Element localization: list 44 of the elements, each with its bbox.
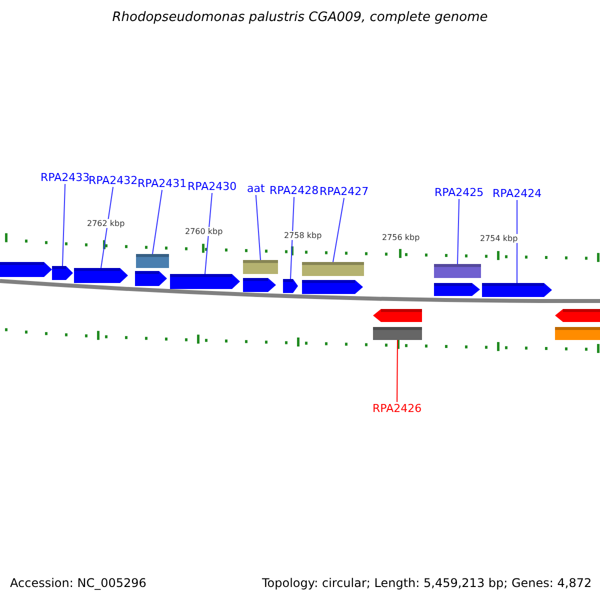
feature-bar xyxy=(136,254,169,268)
scale-label: 2758 kbp xyxy=(284,231,322,240)
gene-label: RPA2428 xyxy=(270,184,319,197)
leader-line xyxy=(204,192,213,274)
leader-line xyxy=(457,198,460,264)
feature-bar xyxy=(434,264,481,278)
feature-bar xyxy=(373,327,422,340)
leader-line xyxy=(290,196,295,280)
leader-line xyxy=(255,194,261,260)
scale-label: 2756 kbp xyxy=(382,233,420,242)
gene-label: RPA2426 xyxy=(372,402,422,415)
leader-line xyxy=(516,200,518,284)
scale-label: 2762 kbp xyxy=(87,219,125,228)
gene-label: RPA2432 xyxy=(88,174,138,187)
gene-feature xyxy=(302,280,363,294)
leader-line xyxy=(100,186,114,268)
scale-label: 2754 kbp xyxy=(480,234,518,243)
scale-label: 2760 kbp xyxy=(185,227,223,236)
gene-feature xyxy=(434,283,480,296)
leader-line xyxy=(332,198,345,262)
gene-feature xyxy=(52,266,73,280)
feature-bar xyxy=(243,260,278,274)
gene-feature xyxy=(243,278,276,292)
feature-bar xyxy=(302,262,364,276)
gene-feature xyxy=(555,309,600,322)
gene-label: RPA2431 xyxy=(138,177,187,190)
gene-label: RPA2433 xyxy=(40,171,90,184)
diagram-title: Rhodopseudomonas palustris CGA009, complete genome xyxy=(111,10,489,25)
gene-label: RPA2430 xyxy=(188,180,237,193)
leader-line xyxy=(396,340,398,402)
gene-label: RPA2427 xyxy=(320,185,369,198)
gene-feature xyxy=(135,271,167,286)
leader-line xyxy=(62,184,66,266)
gene-label: RPA2424 xyxy=(492,187,542,200)
leader-line xyxy=(152,190,163,254)
gene-feature xyxy=(283,279,298,293)
genome-summary-text: Topology: circular; Length: 5,459,213 bp; Genes: 4,872 xyxy=(262,576,592,590)
accession-text: Accession: NC_005296 xyxy=(10,576,146,590)
feature-bar xyxy=(555,327,600,340)
gene-feature xyxy=(373,309,422,322)
gene-feature xyxy=(482,283,552,297)
gene-label: RPA2425 xyxy=(434,186,484,199)
gene-feature xyxy=(170,274,240,289)
gene-label: aat xyxy=(247,182,265,195)
